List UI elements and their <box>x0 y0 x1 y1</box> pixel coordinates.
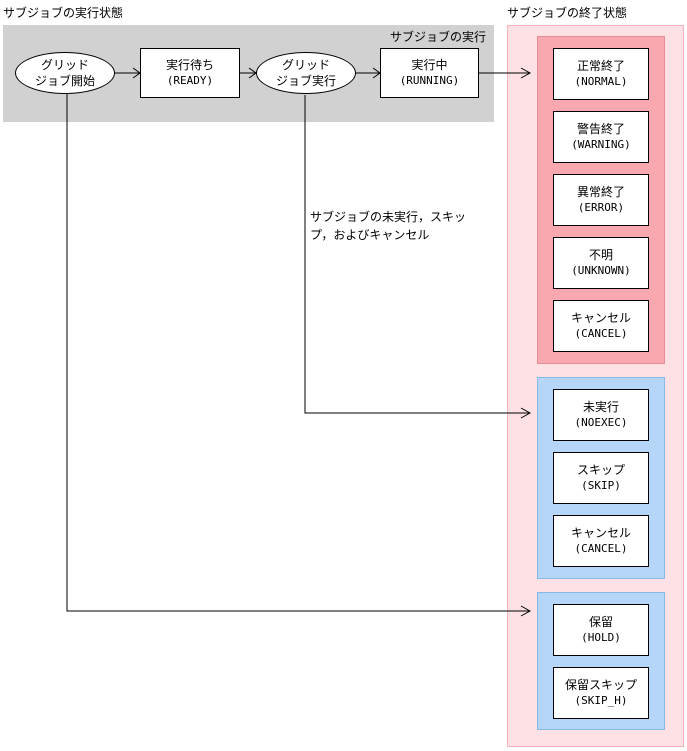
state-skip-h-code: (SKIP_H) <box>574 694 628 707</box>
grid-job-start-line1: グリッド <box>40 58 89 72</box>
state-cancel-noexec-code: (CANCEL) <box>574 542 628 555</box>
state-hold-code: (HOLD) <box>581 631 621 644</box>
running-state-box: 実行中 (RUNNING) <box>380 48 479 98</box>
state-skip-code: (SKIP) <box>581 479 621 492</box>
ready-label: 実行待ち <box>165 58 214 72</box>
state-error-code: (ERROR) <box>577 201 625 214</box>
state-skip-h-box: 保留スキップ (SKIP_H) <box>553 667 649 719</box>
annotation-text: サブジョブの未実行，スキッ プ，およびキャンセル <box>310 208 466 244</box>
state-skip-label: スキップ <box>576 463 625 477</box>
exec-panel-label: サブジョブの実行 <box>389 30 486 44</box>
state-normal-label: 正常終了 <box>576 59 625 73</box>
state-unknown-box: 不明 (UNKNOWN) <box>553 237 649 289</box>
state-error-label: 異常終了 <box>576 185 625 199</box>
state-unknown-code: (UNKNOWN) <box>571 264 631 277</box>
state-normal-code: (NORMAL) <box>574 75 628 88</box>
state-hold-box: 保留 (HOLD) <box>553 604 649 656</box>
state-skip-h-label: 保留スキップ <box>564 678 637 692</box>
state-warning-code: (WARNING) <box>571 138 631 151</box>
state-noexec-label: 未実行 <box>582 400 619 414</box>
state-error-box: 異常終了 (ERROR) <box>553 174 649 226</box>
running-label: 実行中 <box>411 58 448 72</box>
ready-code: (READY) <box>166 74 214 87</box>
grid-job-start-node: グリッド ジョブ開始 <box>15 52 115 94</box>
final-state-heading: サブジョブの終了状態 <box>507 6 628 20</box>
state-skip-box: スキップ (SKIP) <box>553 452 649 504</box>
annotation-line2: プ，およびキャンセル <box>310 228 430 242</box>
grid-job-exec-line1: グリッド <box>281 58 330 72</box>
state-warning-label: 警告終了 <box>576 122 625 136</box>
state-cancel-code: (CANCEL) <box>574 327 628 340</box>
state-normal-box: 正常終了 (NORMAL) <box>553 48 649 100</box>
state-noexec-box: 未実行 (NOEXEC) <box>553 389 649 441</box>
state-unknown-label: 不明 <box>588 248 613 262</box>
state-cancel-box: キャンセル (CANCEL) <box>553 300 649 352</box>
state-cancel-noexec-label: キャンセル <box>570 526 631 540</box>
state-hold-label: 保留 <box>588 615 613 629</box>
grid-job-exec-line2: ジョブ実行 <box>275 74 336 88</box>
state-cancel-label: キャンセル <box>570 311 631 325</box>
state-warning-box: 警告終了 (WARNING) <box>553 111 649 163</box>
state-cancel-noexec-box: キャンセル (CANCEL) <box>553 515 649 567</box>
running-code: (RUNNING) <box>399 74 460 87</box>
ready-state-box: 実行待ち (READY) <box>140 48 240 98</box>
annotation-line1: サブジョブの未実行，スキッ <box>310 210 467 224</box>
grid-job-start-line2: ジョブ開始 <box>34 74 95 88</box>
exec-state-heading: サブジョブの実行状態 <box>3 6 124 20</box>
state-noexec-code: (NOEXEC) <box>574 416 628 429</box>
grid-job-exec-node: グリッド ジョブ実行 <box>256 52 356 94</box>
